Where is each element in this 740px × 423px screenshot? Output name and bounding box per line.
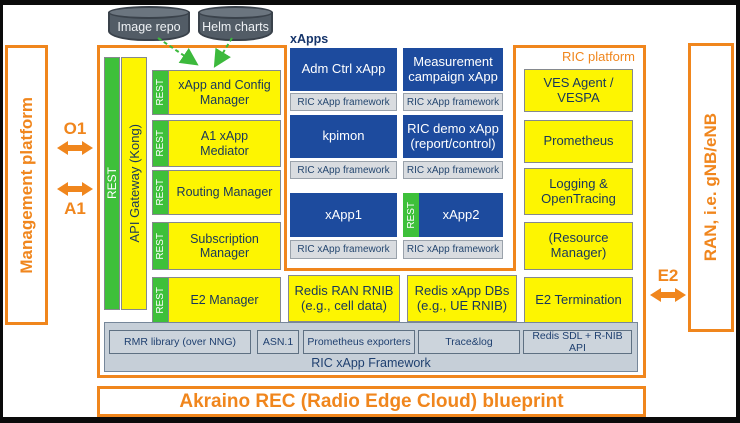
xapp-cell-xapp2: xApp2 [419,193,503,237]
management-platform-label: Management platform [16,96,36,274]
manager-box-xapp-config: REST xApp and Config Manager [152,70,281,115]
xapp-cell-adm-ctrl: Adm Ctrl xApp [290,48,397,91]
xapp-cell-measurement: Measurement campaign xApp [403,48,503,91]
xapp-cell-xapp1: xApp1 [290,193,397,237]
rest-tab: REST [403,193,419,237]
manager-label: Routing Manager [176,185,273,200]
xapp-framework-strip: RIC xApp framework [290,93,397,111]
akraino-blueprint-label: Akraino REC (Radio Edge Cloud) blueprint [179,390,564,412]
window-border-right [736,0,740,423]
manager-box-subscription: REST Subscription Manager [152,222,281,270]
e2-label: E2 [657,266,679,285]
manager-box-routing: REST Routing Manager [152,170,281,215]
rest-tab: REST [153,171,169,214]
helm-charts-label: Helm charts [202,20,269,34]
ric-xapp-framework-bar: RMR library (over NNG) ASN.1 Prometheus … [104,322,638,372]
rest-gateway-bar: REST [104,57,120,310]
xapp-framework-strip: RIC xApp framework [403,93,503,111]
window-border-bottom [0,417,740,423]
ran-panel: RAN, i.e. gNB/eNB [688,43,734,332]
xapp-cell-xapp2-group: REST xApp2 [403,193,503,237]
framework-item-rmr: RMR library (over NNG) [109,330,251,354]
a1-arrow-icon [57,182,93,196]
rest-tab: REST [153,121,169,166]
xapp-framework-strip: RIC xApp framework [290,240,397,259]
xapp-cell-ric-demo: RIC demo xApp (report/control) [403,115,503,158]
rest-tab: REST [153,278,169,322]
xapp-framework-strip: RIC xApp framework [290,161,397,179]
xapp-framework-strip: RIC xApp framework [403,240,503,259]
redis-ran-rnib-box: Redis RAN RNIB (e.g., cell data) [288,275,400,322]
o1-label: O1 [63,119,87,138]
service-box-ves-agent: VES Agent / VESPA [524,69,633,112]
api-gateway-bar: API Gateway (Kong) [121,57,147,310]
manager-label: Subscription Manager [190,231,259,260]
xapp-cell-kpimon: kpimon [290,115,397,158]
image-repo-cylinder: Image repo [108,6,190,41]
e2-arrow-icon [650,288,686,302]
o1-arrow-icon [57,141,93,155]
framework-item-prometheus-exporters: Prometheus exporters [303,330,415,354]
service-box-resource-manager: (Resource Manager) [524,222,633,270]
cylinder-top [108,6,190,19]
framework-item-asn1: ASN.1 [257,330,299,354]
window-border-left [0,0,3,423]
rest-label: REST [105,167,119,200]
manager-label: E2 Manager [190,292,259,307]
service-box-logging: Logging & OpenTracing [524,168,633,215]
framework-item-trace-log: Trace&log [418,330,520,354]
rest-tab: REST [153,223,169,269]
a1-label: A1 [64,199,86,218]
management-platform-panel: Management platform [5,45,48,325]
ric-platform-label: RIC platform [562,49,635,64]
manager-label: A1 xApp Mediator [200,129,249,158]
ran-label: RAN, i.e. gNB/eNB [701,113,720,262]
api-gateway-label: API Gateway (Kong) [126,124,142,243]
cylinder-top [198,6,273,19]
repo-deploy-arrows-icon [157,37,233,68]
service-box-prometheus: Prometheus [524,120,633,163]
framework-bar-label: RIC xApp Framework [311,356,431,370]
xapps-section-label: xApps [290,32,329,46]
window-border-top [0,0,740,5]
framework-item-redis-sdl: Redis SDL + R-NIB API [523,330,632,354]
service-box-e2-termination: E2 Termination [524,277,633,323]
image-repo-label: Image repo [117,20,181,34]
rest-tab: REST [153,71,169,114]
manager-label: xApp and Config Manager [178,78,271,107]
xapp-framework-strip: RIC xApp framework [403,161,503,179]
akraino-blueprint-box: Akraino REC (Radio Edge Cloud) blueprint [97,386,646,417]
helm-charts-cylinder: Helm charts [198,6,273,41]
redis-xapp-dbs-box: Redis xApp DBs (e.g., UE RNIB) [407,275,517,322]
manager-box-a1-mediator: REST A1 xApp Mediator [152,120,281,167]
manager-box-e2: REST E2 Manager [152,277,281,323]
